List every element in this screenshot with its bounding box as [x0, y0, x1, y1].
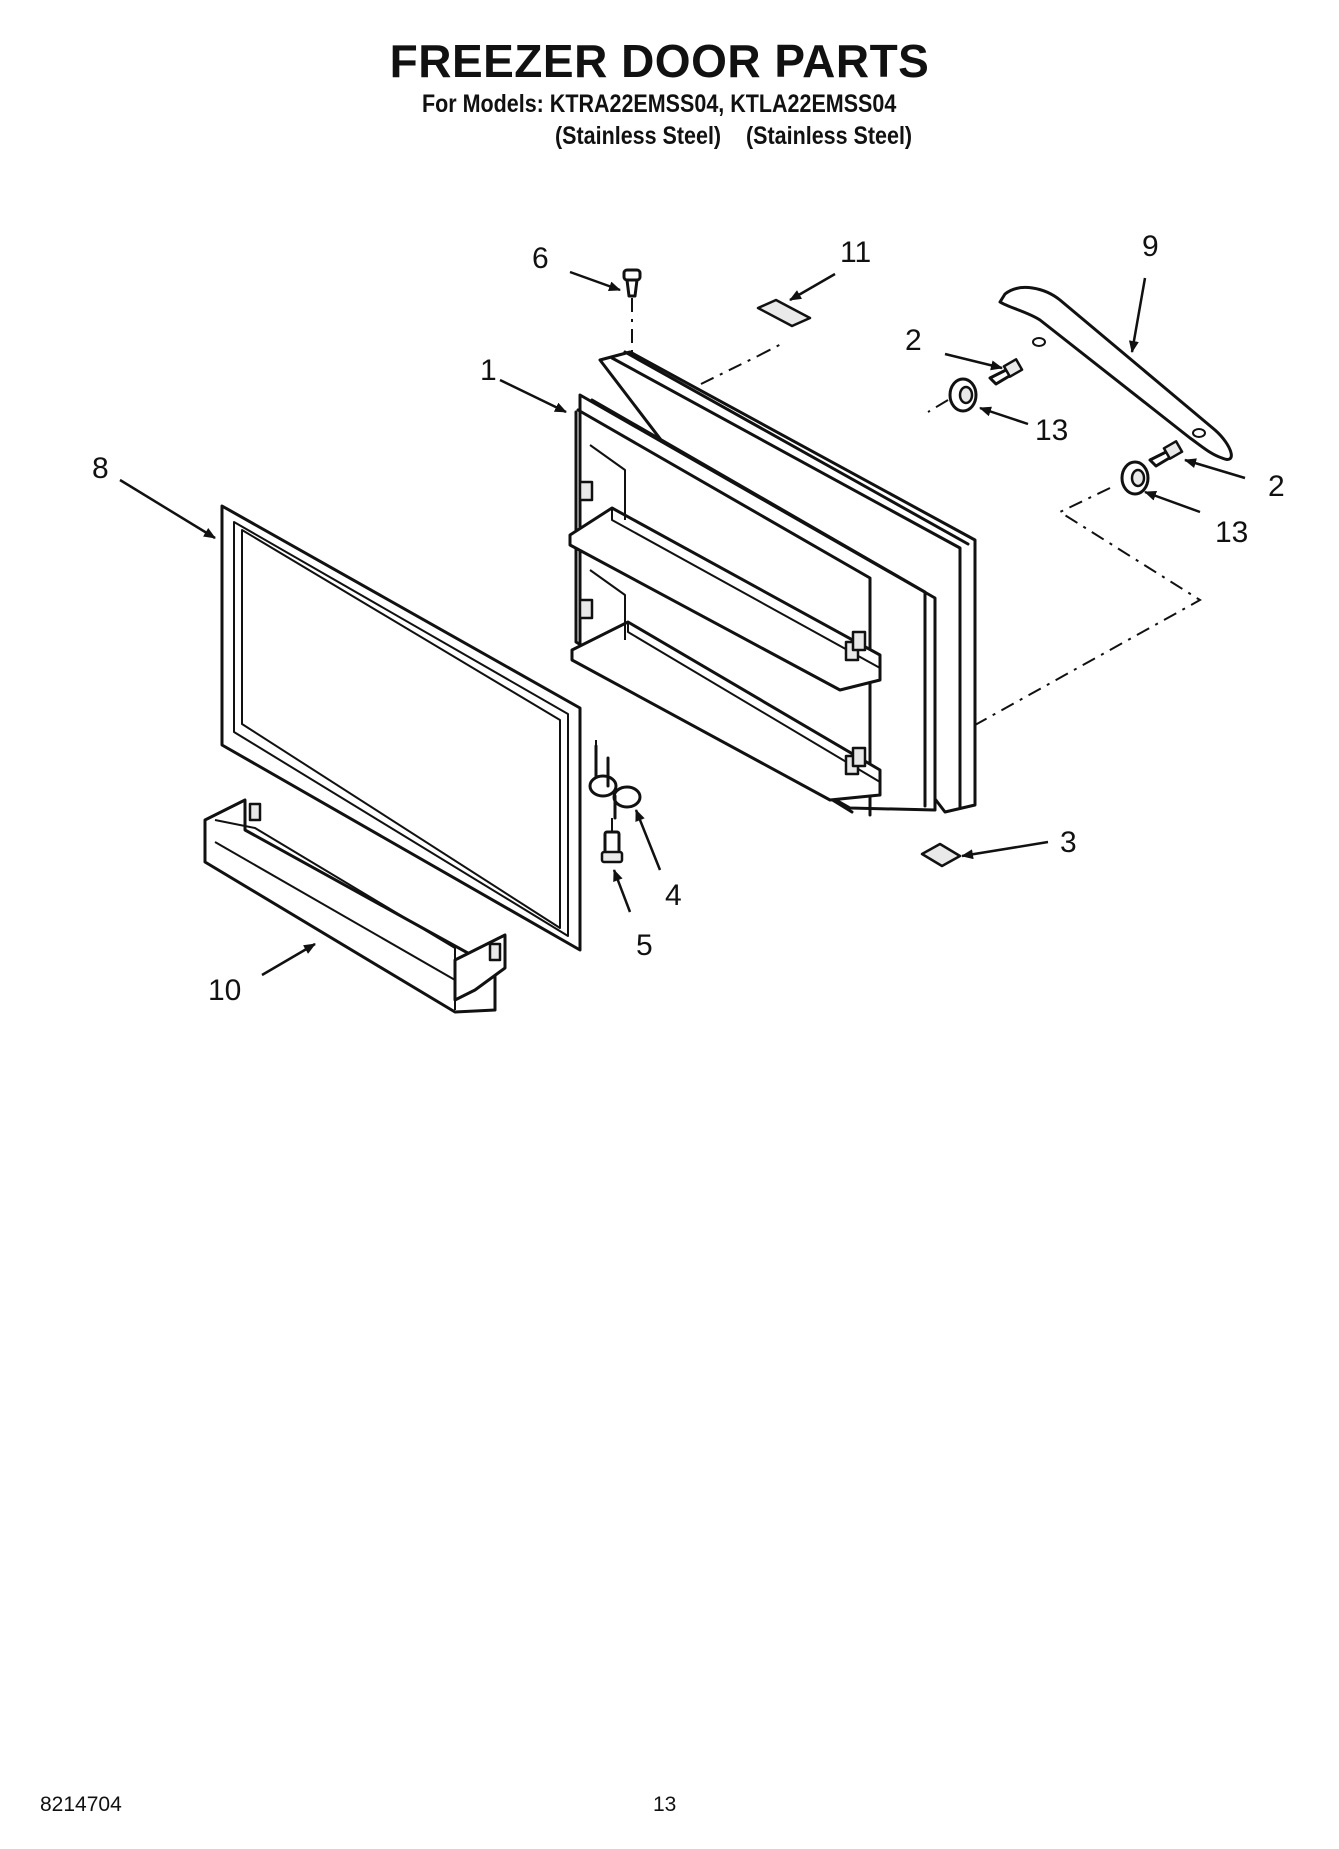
document-number: 8214704 — [40, 1793, 122, 1816]
callout-2b: 2 — [1268, 470, 1285, 503]
door-assembly-part — [568, 350, 977, 817]
callout-3: 3 — [1060, 826, 1077, 859]
callout-13b: 13 — [1215, 516, 1248, 549]
door-gasket-part — [220, 504, 582, 952]
callout-2a: 2 — [905, 324, 922, 357]
callout-5: 5 — [636, 929, 653, 962]
spacer-lower — [1120, 460, 1150, 496]
assembly-lines — [595, 298, 1202, 832]
handle-screw-upper — [988, 358, 1024, 386]
page-title: FREEZER DOOR PARTS — [389, 35, 930, 87]
page-number: 13 — [653, 1793, 677, 1816]
finish-label-1: (Stainless Steel) — [555, 122, 722, 150]
callout-6: 6 — [532, 242, 549, 275]
callout-1: 1 — [480, 354, 497, 387]
callout-8: 8 — [92, 452, 109, 485]
finish-label-2: (Stainless Steel) — [746, 122, 913, 150]
callout-10: 10 — [208, 974, 241, 1007]
callout-13a: 13 — [1035, 414, 1068, 447]
finish-row: (Stainless Steel) (Stainless Steel) — [555, 122, 912, 151]
models-line: For Models: KTRA22EMSS04, KTLA22EMSS04 — [422, 90, 897, 118]
plug-part — [622, 268, 642, 298]
handle-screw-lower — [1148, 440, 1184, 468]
door-handle-part — [998, 286, 1233, 461]
label-part — [756, 298, 812, 328]
callout-arrows — [119, 270, 1246, 977]
callout-4: 4 — [665, 879, 682, 912]
callout-9: 9 — [1142, 230, 1159, 263]
door-bin-part — [203, 798, 507, 1014]
hinge-part — [588, 744, 642, 820]
spacer-upper — [948, 377, 978, 413]
hinge-screw-part — [600, 830, 624, 864]
clip-part — [920, 842, 962, 868]
callout-11: 11 — [840, 236, 871, 269]
